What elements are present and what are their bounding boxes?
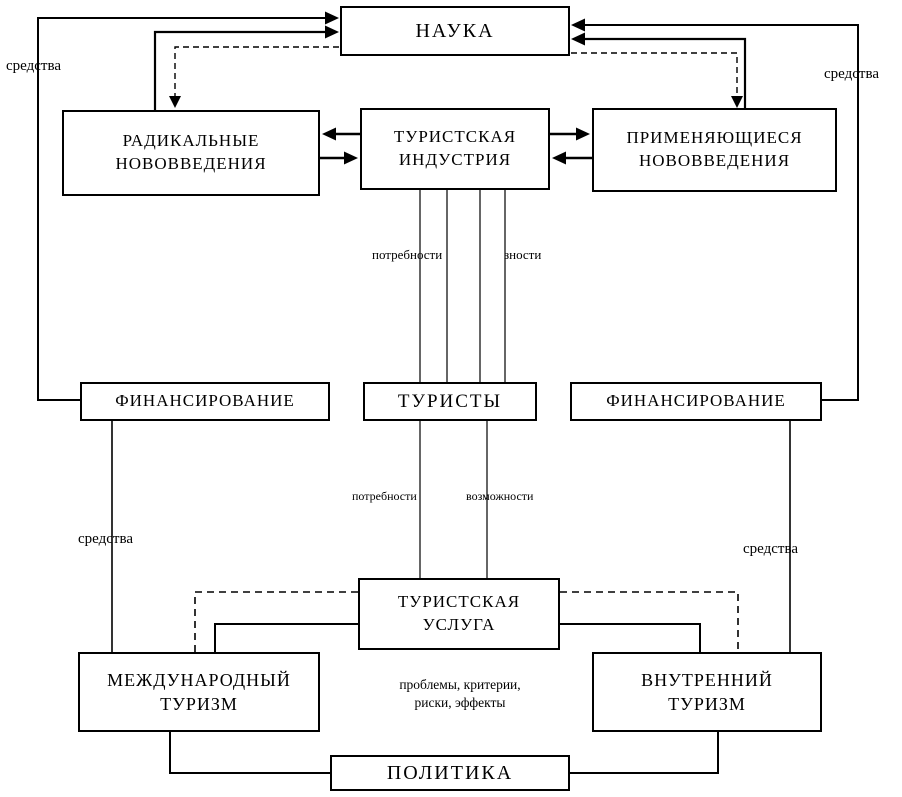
box-domestic-tourism-label: ВНУТРЕННИЙ ТУРИЗМ: [641, 669, 773, 714]
box-radical-innovations: РАДИКАЛЬНЫЕ НОВОВВЕДЕНИЯ: [62, 110, 320, 196]
connector-service-to-domestic: [560, 623, 701, 652]
box-tourist-industry-label: ТУРИСТСКАЯ ИНДУСТРИЯ: [393, 127, 517, 169]
box-science-label: НАУКА: [415, 19, 495, 42]
arrowhead-industry-left: [344, 151, 358, 165]
label-funds-mid-left: средства: [78, 531, 134, 547]
box-financing-left: ФИНАНСИРОВАНИЕ: [80, 382, 330, 421]
box-international-tourism: МЕЖДУНАРОДНЫЙ ТУРИЗМ: [78, 652, 320, 732]
label-funds-top-left: средства: [6, 58, 62, 74]
arrowhead-science-right-outer: [571, 18, 585, 32]
box-applied-innovations: ПРИМЕНЯЮЩИЕСЯ НОВОВВЕДЕНИЯ: [592, 108, 837, 192]
box-domestic-tourism: ВНУТРЕННИЙ ТУРИЗМ: [592, 652, 822, 732]
connector-science-to-radical-dashed: [174, 46, 339, 99]
box-tourists-label: ТУРИСТЫ: [397, 390, 503, 412]
label-funds-mid-right: средства: [743, 541, 799, 557]
label-problems-criteria: проблемы, критерии, риски, эффекты: [399, 677, 521, 710]
connector-service-to-international: [214, 623, 358, 652]
arrowhead-industry-right: [552, 151, 566, 165]
arrowhead-science-left-outer: [325, 11, 339, 25]
label-needs-lower: потребности: [352, 489, 417, 503]
connector-funds-left-to-science: [37, 17, 326, 401]
arrowhead-applied-left: [576, 127, 590, 141]
connector-service-to-international-dashed: [194, 591, 358, 652]
box-tourist-service-label: ТУРИСТСКАЯ УСЛУГА: [397, 592, 521, 634]
box-financing-right: ФИНАНСИРОВАНИЕ: [570, 382, 822, 421]
box-applied-innovations-label: ПРИМЕНЯЮЩИЕСЯ НОВОВВЕДЕНИЯ: [626, 128, 803, 170]
connector-applied-to-science: [584, 37, 747, 110]
connector-service-to-domestic-dashed: [560, 591, 739, 652]
label-needs-upper: потребности: [372, 247, 443, 262]
label-abilities-lower: возможности: [466, 489, 534, 503]
box-financing-left-label: ФИНАНСИРОВАНИЕ: [115, 391, 295, 411]
box-science: НАУКА: [340, 6, 570, 56]
arrowhead-applied-top: [731, 96, 743, 108]
connector-radical-to-science: [153, 30, 326, 110]
label-abilities-upper: зности: [504, 247, 542, 262]
arrowhead-science-right-inner: [571, 32, 585, 46]
box-tourist-industry: ТУРИСТСКАЯ ИНДУСТРИЯ: [360, 108, 550, 190]
label-funds-top-right: средства: [824, 66, 880, 82]
box-radical-innovations-label: РАДИКАЛЬНЫЕ НОВОВВЕДЕНИЯ: [115, 131, 267, 173]
connector-international-to-politics: [169, 732, 330, 774]
arrowhead-science-left-inner: [325, 25, 339, 39]
box-tourist-service: ТУРИСТСКАЯ УСЛУГА: [358, 578, 560, 650]
connector-science-to-applied-dashed: [571, 52, 738, 99]
box-financing-right-label: ФИНАНСИРОВАНИЕ: [606, 391, 786, 411]
arrowhead-radical-right: [322, 127, 336, 141]
box-international-tourism-label: МЕЖДУНАРОДНЫЙ ТУРИЗМ: [107, 669, 291, 714]
connector-domestic-to-politics: [570, 732, 719, 774]
box-politics-label: ПОЛИТИКА: [386, 761, 514, 784]
connector-funds-right-to-science: [584, 24, 859, 401]
box-politics: ПОЛИТИКА: [330, 755, 570, 791]
box-tourists: ТУРИСТЫ: [363, 382, 537, 421]
arrowhead-radical-top: [169, 96, 181, 108]
